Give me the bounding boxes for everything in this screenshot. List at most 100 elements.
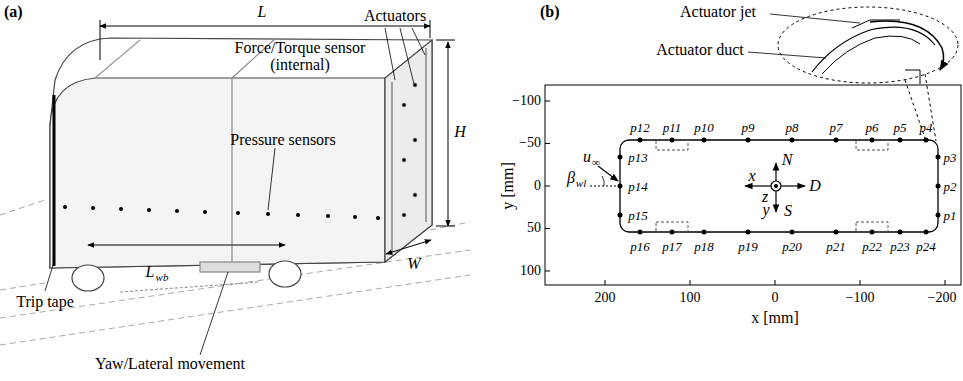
circle-stroke: [670, 230, 675, 235]
ellipse-stroke: [778, 7, 958, 83]
path-stroke: [0, 283, 45, 290]
angle-subscript: wl: [576, 178, 586, 189]
circle-stroke: [702, 230, 707, 235]
flow-subscript: ∞: [592, 157, 600, 168]
tap-label: p4: [920, 121, 933, 134]
line-stroke: [590, 185, 617, 186]
circle-stroke: [147, 208, 151, 212]
circle-stroke: [924, 138, 929, 143]
part-label: Pressure sensors: [230, 132, 335, 148]
line-stroke: [412, 28, 425, 55]
line-stroke: [392, 82, 393, 255]
tap-label: p3: [944, 151, 957, 164]
tap-label: p5: [894, 121, 907, 134]
angle-symbol: β: [567, 170, 575, 186]
tap-label: p11: [663, 121, 682, 134]
tap-label: p13: [628, 151, 648, 164]
dimension-subscript: wb: [156, 272, 169, 283]
line-stroke: [53, 95, 56, 266]
ellipse-stroke: [72, 265, 104, 291]
part-label: Yaw/Lateral movement: [95, 356, 245, 372]
circle-stroke: [353, 215, 357, 219]
flow-direction: [590, 166, 618, 186]
circle-stroke: [898, 230, 903, 235]
tap-label: p24: [916, 240, 936, 253]
circle-stroke: [775, 185, 778, 188]
part-label: Trip tape: [16, 294, 74, 310]
circle-stroke: [402, 103, 406, 107]
tap-label: p2: [944, 180, 957, 193]
tick-label: −50: [519, 136, 541, 150]
line-stroke: [775, 163, 776, 181]
part-label: Actuator duct: [656, 42, 744, 58]
circle-stroke: [834, 230, 839, 235]
path-stroke: [50, 38, 432, 268]
circle-stroke: [790, 230, 795, 235]
circle-stroke: [670, 138, 675, 143]
force-letter: N: [782, 152, 793, 168]
circle-stroke: [898, 138, 903, 143]
circle-stroke: [203, 210, 207, 214]
line-stroke: [770, 14, 860, 23]
path-stroke: [385, 40, 432, 262]
line-stroke: [385, 28, 395, 80]
tap-label: p15: [628, 209, 648, 222]
circle-stroke: [402, 213, 406, 217]
axis-letter: x: [748, 168, 755, 184]
tap-label: p1: [944, 209, 957, 222]
tap-label: p18: [694, 240, 714, 253]
line-stroke: [436, 226, 455, 227]
line-stroke: [775, 191, 776, 212]
line-stroke: [88, 245, 285, 246]
dimension-label: W: [407, 256, 420, 272]
tap-label: p17: [662, 240, 682, 253]
axis-label: y [mm]: [500, 162, 516, 210]
tap-label: p20: [782, 240, 802, 253]
path-stroke: [430, 222, 470, 230]
tap-label: p14: [628, 180, 648, 193]
circle-stroke: [376, 216, 380, 220]
vehicle-outline: [620, 140, 938, 232]
circle-stroke: [618, 213, 623, 218]
circle-stroke: [413, 138, 417, 142]
tick-label: 100: [520, 264, 541, 278]
circle-stroke: [702, 138, 707, 143]
circle-stroke: [326, 214, 330, 218]
circle-stroke: [936, 213, 941, 218]
dimension-lines: [88, 20, 455, 254]
tick-label: 0: [772, 291, 779, 305]
circle-stroke: [618, 184, 623, 189]
tap-label: p16: [630, 240, 650, 253]
path-stroke: [870, 21, 944, 70]
part-label: Actuators: [364, 8, 426, 24]
line-stroke: [45, 262, 54, 291]
pressure-sensor-dots: [63, 205, 380, 220]
force-letter: D: [809, 178, 821, 194]
ellipse-stroke: [269, 261, 301, 287]
circle-stroke: [870, 230, 875, 235]
axis-label: x [mm]: [751, 310, 799, 326]
dimension-label: L: [258, 4, 267, 20]
circle-stroke: [266, 212, 270, 216]
circle-stroke: [746, 230, 751, 235]
tap-label: p22: [862, 240, 882, 253]
path-stroke: [822, 36, 920, 74]
rect-stroke: [545, 85, 961, 285]
tick-label: −100: [846, 291, 875, 305]
circle-stroke: [936, 155, 941, 160]
path-stroke: [545, 101, 945, 285]
line-stroke: [268, 148, 275, 210]
actuator-slots-top-view: [656, 140, 888, 232]
circle-stroke: [91, 206, 95, 210]
rect-stroke: [200, 262, 260, 272]
line-stroke: [436, 40, 455, 41]
flow-symbol: u: [583, 149, 591, 165]
tap-dots: [618, 138, 941, 235]
circle-stroke: [402, 158, 406, 162]
circle-stroke: [790, 138, 795, 143]
circle-stroke: [413, 193, 417, 197]
line-stroke: [448, 42, 449, 226]
circle-stroke: [618, 155, 623, 160]
vehicle-model: [50, 38, 432, 292]
circle-stroke: [924, 230, 929, 235]
